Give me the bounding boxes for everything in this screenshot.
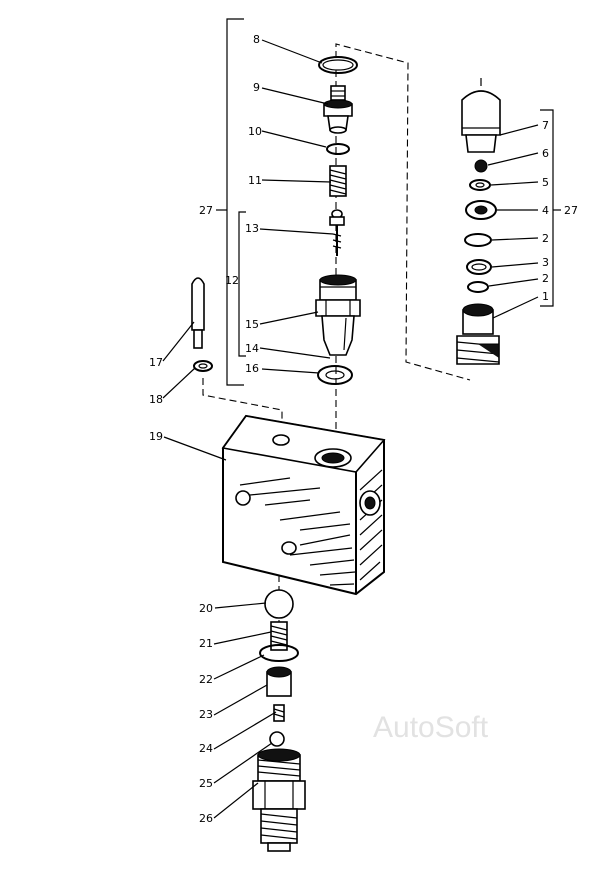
label-2-upper: 2 — [542, 232, 549, 245]
part-labels: 8 9 10 11 27 13 12 15 14 16 17 18 19 20 … — [149, 33, 578, 825]
part-16-washer — [317, 365, 353, 385]
part-5-washer — [469, 179, 491, 191]
label-5: 5 — [542, 176, 549, 189]
label-27-right: 27 — [564, 204, 578, 217]
label-25: 25 — [199, 777, 213, 790]
leader-lines — [162, 39, 539, 819]
label-13: 13 — [245, 222, 259, 235]
watermark: AutoSoft — [373, 711, 489, 744]
part-26-plug — [252, 748, 306, 852]
label-23: 23 — [199, 708, 213, 721]
label-24: 24 — [199, 742, 213, 755]
part-17-stopper — [191, 277, 205, 349]
label-19: 19 — [149, 430, 163, 443]
label-15: 15 — [245, 318, 259, 331]
label-22: 22 — [199, 673, 213, 686]
part-1-fitting — [456, 303, 500, 365]
part-21-spring — [270, 621, 288, 651]
label-7: 7 — [542, 119, 549, 132]
bracket-12 — [238, 211, 246, 357]
part-18-washer — [193, 360, 213, 372]
label-20: 20 — [199, 602, 213, 615]
label-26: 26 — [199, 812, 213, 825]
part-9-fitting — [323, 85, 353, 134]
part-4-nut — [465, 200, 497, 220]
part-11-spring — [329, 165, 347, 197]
label-17: 17 — [149, 356, 163, 369]
label-4: 4 — [542, 204, 549, 217]
part-10-oring — [326, 143, 350, 155]
part-2-oring-upper — [464, 233, 492, 247]
label-1: 1 — [542, 290, 549, 303]
part-22-oring — [259, 644, 299, 662]
part-13-needle — [329, 209, 345, 256]
part-23-sleeve — [266, 666, 292, 697]
label-21: 21 — [199, 637, 213, 650]
part-8-oring — [318, 56, 358, 74]
label-8: 8 — [253, 33, 260, 46]
part-3-ring — [466, 259, 492, 275]
label-11: 11 — [248, 174, 262, 187]
part-7-cap — [461, 78, 501, 153]
label-9: 9 — [253, 81, 260, 94]
label-16: 16 — [245, 362, 259, 375]
part-15-valve-body — [315, 274, 361, 356]
part-6-ball — [474, 159, 488, 173]
label-3: 3 — [542, 256, 549, 269]
part-20-ball — [264, 589, 294, 619]
part-19-valve-block — [221, 414, 386, 596]
label-18: 18 — [149, 393, 163, 406]
label-2-lower: 2 — [542, 272, 549, 285]
part-24-spring — [273, 704, 285, 722]
label-14: 14 — [245, 342, 259, 355]
part-2-oring-lower — [467, 281, 489, 293]
label-12: 12 — [225, 274, 239, 287]
label-10: 10 — [248, 125, 262, 138]
bracket-27-right — [540, 109, 561, 307]
bracket-27-left — [216, 18, 244, 386]
label-27-left: 27 — [199, 204, 213, 217]
part-25-ball — [269, 731, 285, 747]
label-6: 6 — [542, 147, 549, 160]
